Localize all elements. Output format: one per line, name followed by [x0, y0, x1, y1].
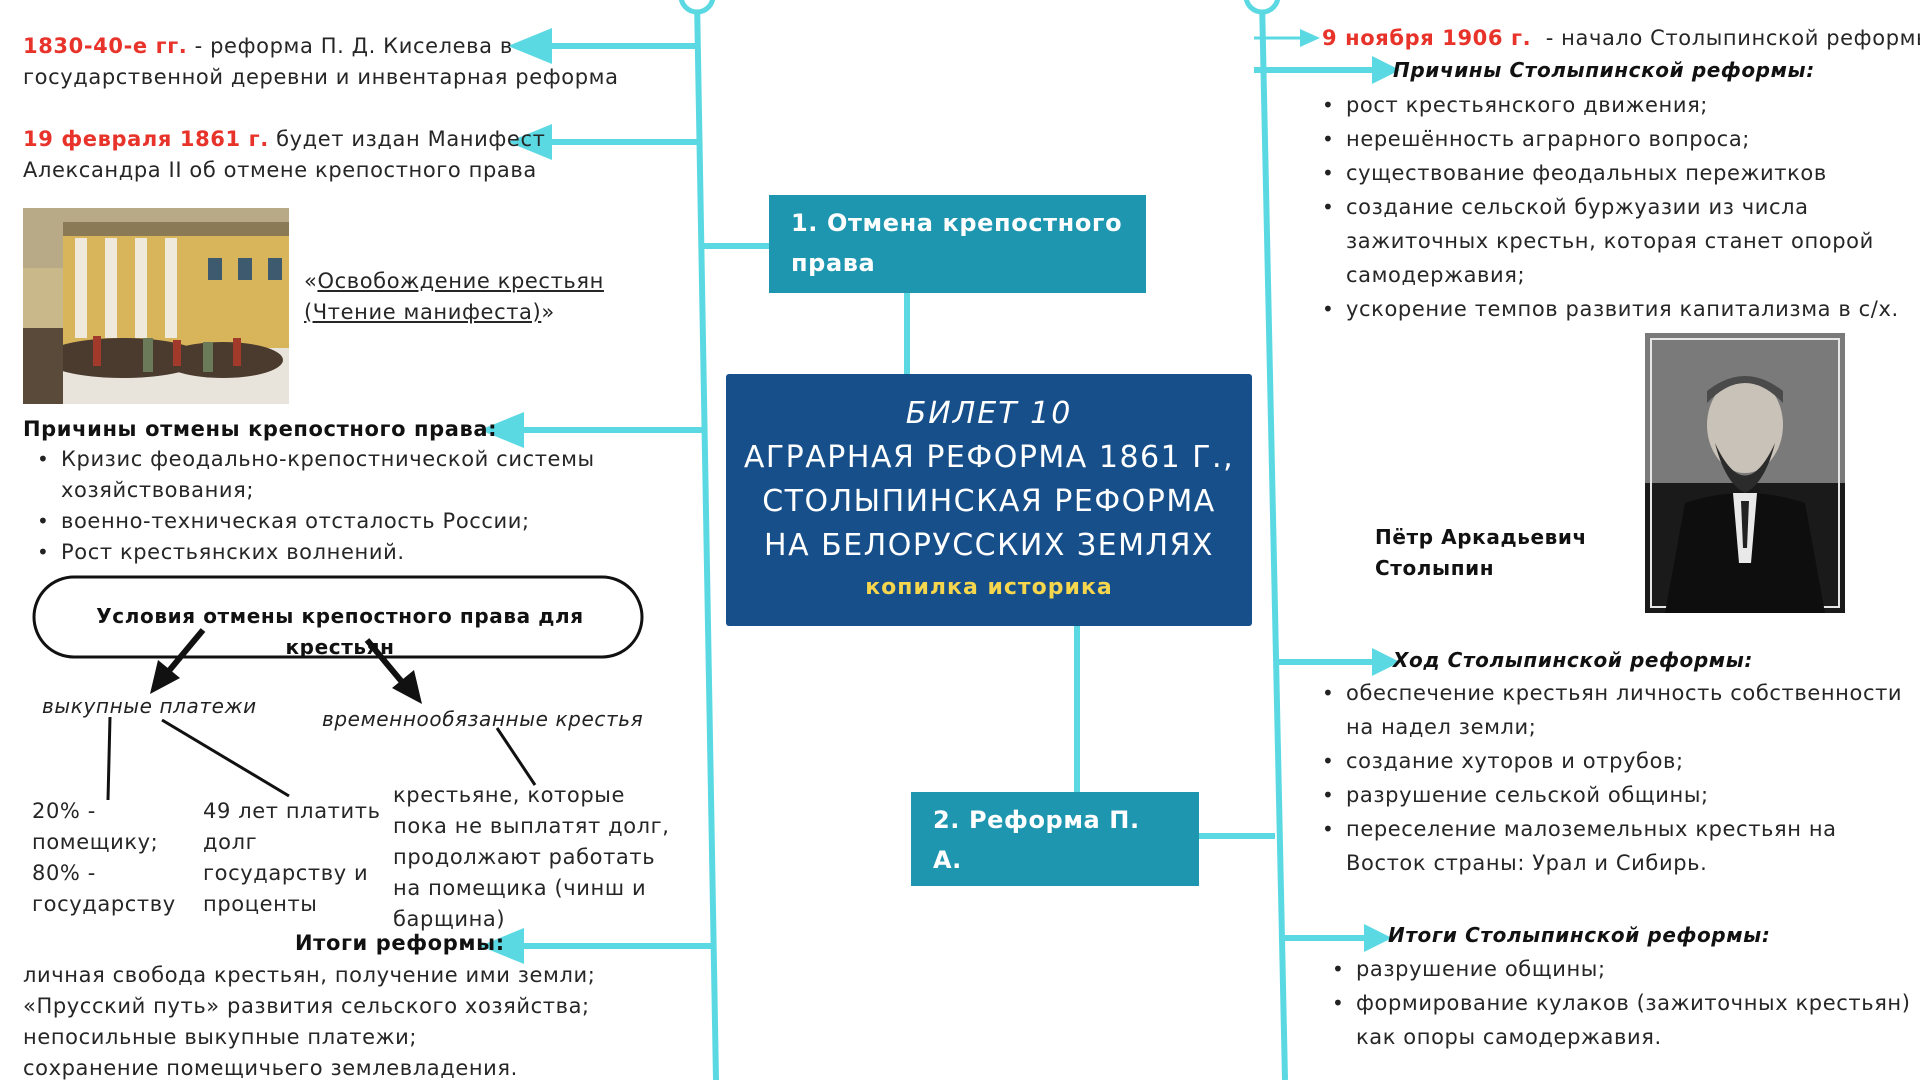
manifest-date: 19 февраля 1861 г.	[23, 127, 269, 151]
painting-title-1[interactable]: Освобождение крестьян	[317, 269, 604, 293]
tree-line-years	[161, 718, 290, 798]
tree-line-temp	[495, 727, 537, 786]
stolypin-portrait	[1645, 333, 1845, 613]
conditions-frame	[32, 575, 644, 659]
arrow-causes-head	[480, 412, 524, 448]
arrow-start-head	[1300, 29, 1320, 47]
arrow-redemption-head	[150, 660, 180, 694]
right-spine	[1259, 0, 1288, 1080]
arrow-kiselev-head	[508, 28, 552, 64]
results-list: личная свобода крестьян, получение ими з…	[23, 960, 683, 1084]
ticket-number: БИЛЕТ 10	[905, 396, 1073, 431]
stolypin-course-list: обеспечение крестьян личность собственно…	[1308, 676, 1908, 880]
painting-image	[23, 208, 289, 404]
manifest-text-2: Александра II об отмене крепостного прав…	[23, 158, 537, 182]
section-1-title-2: права	[791, 249, 876, 277]
redemption-label: выкупные платежи	[42, 694, 257, 718]
list-item: Кризис феодально-крепостнической системы…	[23, 444, 623, 506]
kiselev-block: 1830-40-е гг. - реформа П. Д. Киселева в…	[23, 31, 643, 93]
portrait-caption-2: Столыпин	[1375, 556, 1495, 580]
center-title-2: СТОЛЫПИНСКАЯ РЕФОРМА	[762, 484, 1216, 519]
list-item: нерешённость аграрного вопроса;	[1308, 122, 1908, 156]
years-text: 49 лет платить долг государству и процен…	[203, 799, 381, 916]
right-spine-cap	[1243, 0, 1281, 15]
conditions-title: Условия отмены крепостного права для кре…	[96, 604, 584, 659]
list-item: непосильные выкупные платежи;	[23, 1025, 418, 1049]
arrow-rcauses-head	[1372, 56, 1400, 84]
results-title: Итоги реформы:	[295, 931, 505, 955]
list-item: переселение малоземельных крестьян на Во…	[1308, 812, 1908, 880]
list-item: обеспечение крестьян личность собственно…	[1308, 676, 1908, 744]
pct-text: 20% - помещику; 80% - государству	[32, 799, 176, 916]
arrow-manifest-head	[508, 124, 552, 160]
list-item: формирование кулаков (зажиточных крестья…	[1318, 986, 1918, 1054]
tree-line-pct	[106, 716, 112, 801]
start-text: - начало Столыпинской реформы	[1531, 26, 1920, 50]
list-item: ускорение темпов развития капитализма в …	[1308, 292, 1908, 326]
kiselev-text-1: - реформа П. Д. Киселева в	[187, 34, 513, 58]
portrait-caption-1: Пётр Аркадьевич	[1375, 525, 1587, 549]
arrow-results-head	[480, 928, 524, 964]
stolypin-causes-list: рост крестьянского движения; нерешённост…	[1308, 88, 1908, 326]
painting-quote-open: «	[304, 269, 318, 293]
temp-obliged-label: временнообязанные крестья	[322, 707, 644, 731]
list-item: Рост крестьянских волнений.	[23, 537, 623, 568]
list-item: рост крестьянского движения;	[1308, 88, 1908, 122]
list-item: создание сельской буржуазии из числа заж…	[1308, 190, 1908, 292]
manifest-text-1: будет издан Манифест	[268, 127, 546, 151]
start-date: 9 ноября 1906 г.	[1322, 26, 1532, 50]
arrow-rresults-head	[1364, 924, 1392, 952]
list-item: военно-техническая отсталость России;	[23, 506, 623, 537]
causes-list: Кризис феодально-крепостнической системы…	[23, 444, 623, 568]
painting-caption: «Освобождение крестьян (Чтение манифеста…	[304, 266, 644, 328]
section-1-box: 1. Отмена крепостного права	[769, 195, 1146, 293]
list-item: существование феодальных пережитков	[1308, 156, 1908, 190]
arrow-course-head	[1372, 648, 1400, 676]
temp-text: крестьяне, которые пока не выплатят долг…	[393, 783, 670, 931]
painting-title-2[interactable]: (Чтение манифеста)	[304, 300, 542, 324]
arrow-temp-head	[392, 670, 422, 704]
portrait-caption: Пётр Аркадьевич Столыпин	[1375, 522, 1587, 584]
list-item: разрушение сельской общины;	[1308, 778, 1908, 812]
stolypin-results-list: разрушение общины; формирование кулаков …	[1318, 952, 1918, 1054]
stolypin-causes-title: Причины Столыпинской реформы:	[1393, 58, 1815, 82]
section-1-title-1: 1. Отмена крепостного	[791, 209, 1123, 237]
causes-title: Причины отмены крепостного права:	[23, 417, 498, 441]
kiselev-text-2: государственной деревни и инвентарная ре…	[23, 65, 619, 89]
painting-quote-close: »	[541, 300, 555, 324]
list-item: сохранение помещичьего землевладения.	[23, 1056, 518, 1080]
center-title-box: БИЛЕТ 10 АГРАРНАЯ РЕФОРМА 1861 Г., СТОЛЫ…	[726, 374, 1252, 626]
section-2-box: 2. Реформа П. А. Столыпина	[911, 792, 1199, 914]
section-2-title-1: 2. Реформа П. А.	[933, 806, 1140, 874]
arrow-temp-shaft	[364, 638, 405, 684]
stolypin-results-title: Итоги Столыпинской реформы:	[1388, 923, 1771, 947]
left-spine	[694, 0, 719, 1080]
list-item: личная свобода крестьян, получение ими з…	[23, 963, 596, 987]
list-item: разрушение общины;	[1318, 952, 1918, 986]
start-block: 9 ноября 1906 г. - начало Столыпинской р…	[1322, 23, 1920, 54]
left-spine-cap	[678, 0, 716, 15]
stolypin-course-title: Ход Столыпинской реформы:	[1393, 648, 1754, 672]
list-item: «Прусский путь» развития сельского хозяй…	[23, 994, 590, 1018]
arrow-redemption-shaft	[165, 628, 206, 674]
center-title-1: АГРАРНАЯ РЕФОРМА 1861 Г.,	[743, 440, 1235, 475]
manifest-block: 19 февраля 1861 г. будет издан Манифест …	[23, 124, 643, 186]
list-item: создание хуторов и отрубов;	[1308, 744, 1908, 778]
kiselev-date: 1830-40-е гг.	[23, 34, 188, 58]
section-2-title-2: Столыпина	[933, 886, 1092, 914]
center-subtitle: копилка историка	[865, 575, 1113, 600]
center-title-3: НА БЕЛОРУССКИХ ЗЕМЛЯХ	[764, 528, 1214, 563]
